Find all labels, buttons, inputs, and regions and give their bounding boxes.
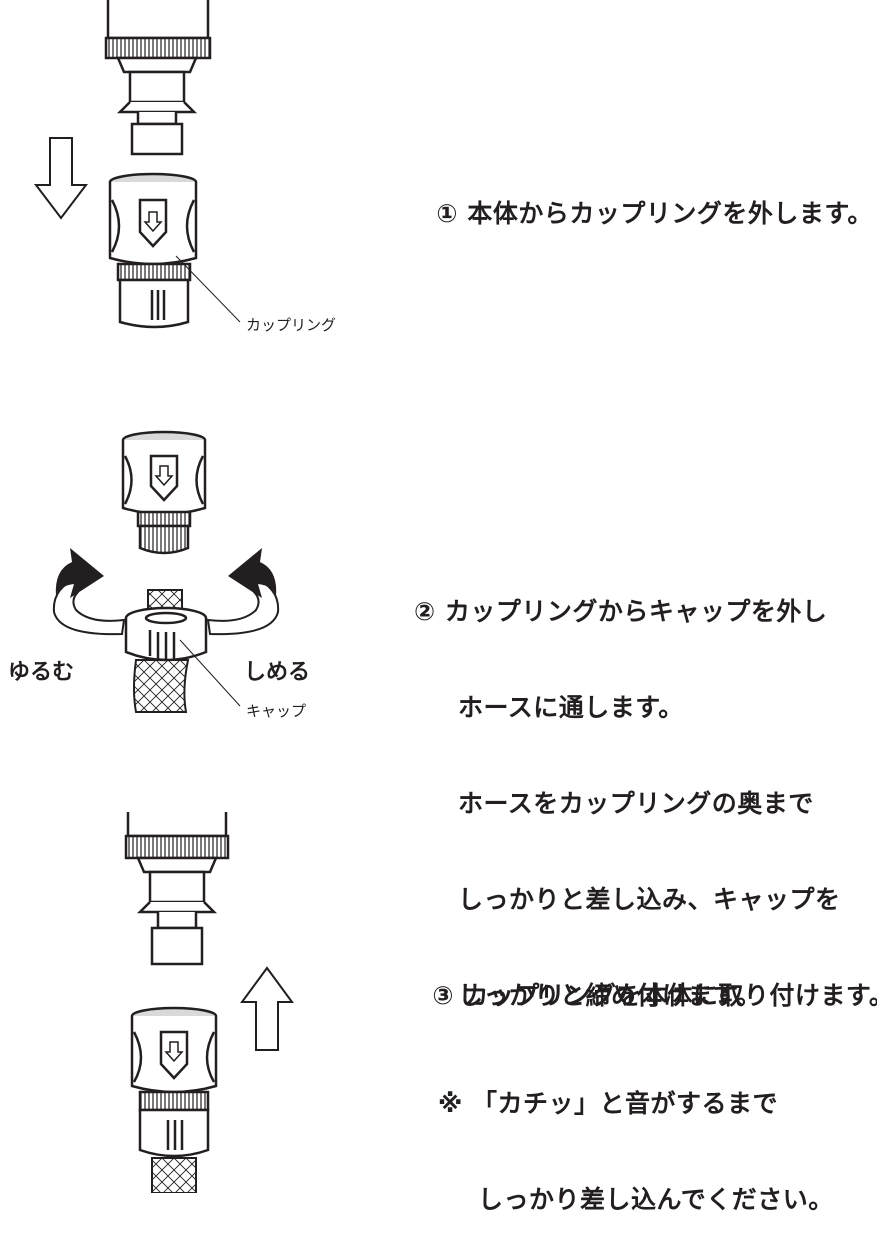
coupling-leader-line [175,255,241,323]
step3-text: カップリングを本体に取り付けます。 [463,981,877,1010]
step2-line-2: ホースに通します。 [458,693,684,722]
step3-note: ※ 「カチッ」と音がするまで しっかり差し込んでください。 [438,1024,834,1248]
step1-coupling [108,172,198,329]
loosen-arrow [52,548,126,636]
step1-instruction: ① 本体からカップリングを外します。 [418,166,873,230]
coupling-label: カップリング [246,316,337,334]
step3-coupling [130,1006,218,1193]
step1-faucet-body [104,0,212,156]
cap-leader-line [179,639,241,707]
step3-instruction: ③ カップリングを本体に取り付けます。 [414,948,877,1012]
step2-line-3: ホースをカップリングの奥まで [458,789,814,818]
instruction-illustrations [33,0,294,1193]
step1-number: ① [436,199,459,228]
step2-line-1: カップリングからキャップを外し [444,597,828,626]
step2-line-4: しっかりと差し込み、キャップを [458,885,841,914]
tighten-arrow [206,548,280,636]
note-line-1: 「カチッ」と音がするまで [472,1089,779,1118]
step2-instruction: ② カップリングからキャップを外し ホースに通します。 ホースをカップリングの奥… [414,532,841,1044]
cap-label: キャップ [246,702,307,720]
step2-line-5: しっかりと締め付けます。 [458,981,762,1010]
step1-text: 本体からカップリングを外します。 [467,199,873,228]
step2-number: ② [414,597,436,626]
step3-up-arrow [240,966,294,1051]
step2-cap [124,606,208,662]
step3-faucet-body [124,812,230,966]
note-mark: ※ [438,1089,463,1118]
step3-number: ③ [432,981,455,1010]
step2-coupling [121,430,207,555]
tighten-label: しめる [244,660,311,685]
loosen-label: ゆるむ [8,660,75,685]
step1-down-arrow [33,137,89,220]
note-line-2: しっかり差し込んでください。 [478,1185,834,1214]
